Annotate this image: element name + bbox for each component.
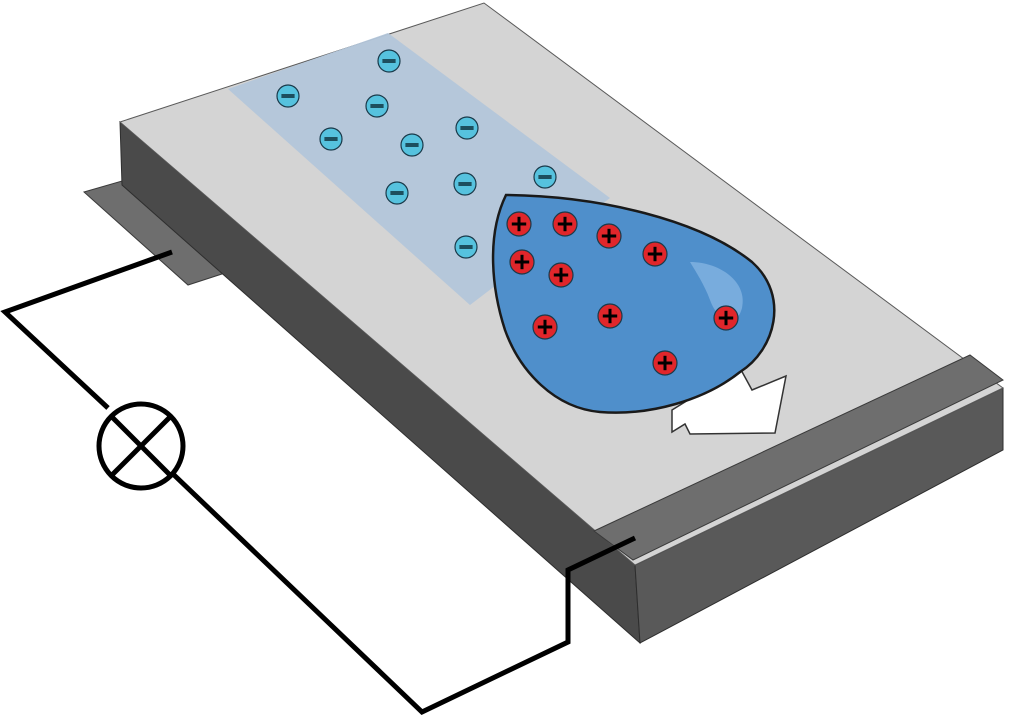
positive-charge [652, 350, 678, 376]
negative-charge [319, 127, 343, 151]
positive-charge [509, 249, 535, 275]
positive-charge [552, 211, 578, 237]
negative-charge [455, 116, 479, 140]
positive-charge [597, 303, 623, 329]
negative-charge [533, 165, 557, 189]
negative-charge [453, 172, 477, 196]
positive-charges [506, 211, 739, 376]
positive-charge [713, 305, 739, 331]
right-electrode-strip [593, 354, 1004, 561]
negative-charge [377, 49, 401, 73]
circuit-wire [0, 249, 173, 410]
negative-charges [276, 49, 562, 259]
positive-charge [532, 314, 558, 340]
water-droplet [491, 193, 776, 414]
negative-charge [385, 181, 409, 205]
negative-charge [454, 235, 478, 259]
arrow-right-icon [671, 366, 787, 435]
positive-charge [548, 262, 574, 288]
circled-cross-lamp-icon [96, 401, 186, 491]
negative-charge [365, 94, 389, 118]
positive-charge [596, 223, 622, 249]
circuit-wire-lower [171, 472, 637, 716]
positive-charge [506, 211, 532, 237]
negative-charge [400, 133, 424, 157]
positive-charge [642, 241, 668, 267]
negative-charge [276, 84, 300, 108]
